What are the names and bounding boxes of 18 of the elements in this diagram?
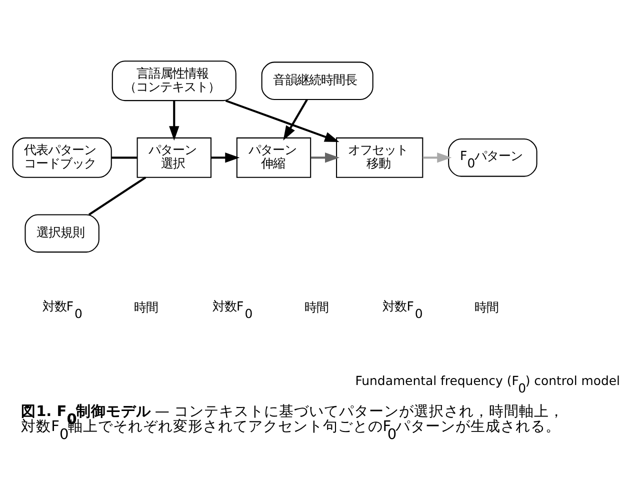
arrow: [225, 100, 340, 142]
node-box: パターン選択: [136, 137, 212, 178]
label: 時間: [304, 299, 328, 314]
label: 時間: [134, 299, 158, 314]
node-box: 言語属性情報（コンテキスト）: [112, 60, 236, 102]
node-box: オフセット移動: [336, 137, 424, 178]
arrow: [169, 100, 180, 141]
node-box: 選択規則: [24, 214, 100, 253]
arrow: [283, 99, 308, 140]
arrow: [310, 152, 340, 163]
label: 時間: [474, 299, 499, 314]
connector: [112, 156, 137, 159]
arrow: [211, 152, 240, 163]
node-box: 代表パターンコードブック: [12, 137, 112, 178]
node-box: パターン伸縮: [236, 137, 312, 178]
arrow: [422, 152, 452, 163]
node-box: 音韻継続時間長: [261, 62, 374, 100]
connector: [88, 176, 146, 216]
